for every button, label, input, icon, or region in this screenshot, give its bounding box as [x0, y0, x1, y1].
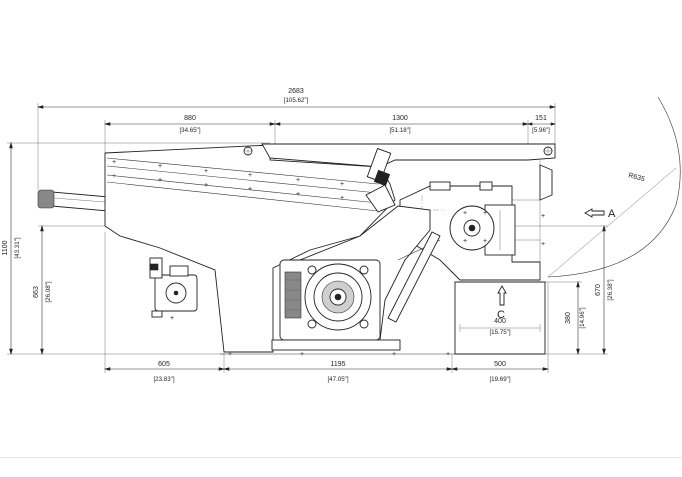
dim-base-left: 605 [23.83"] — [103, 232, 226, 383]
dim-outlet-bottom: 380 [14.96"] — [540, 280, 586, 356]
dim-overall-height: 1100 [43.31"] — [2, 141, 270, 356]
motor — [279, 259, 381, 341]
dim-base-left-imperial: [23.83"] — [153, 376, 174, 383]
dim-base-left-value: 605 — [158, 361, 170, 368]
svg-text:+: + — [112, 173, 116, 180]
dim-hopper-length-value: 1300 — [392, 115, 408, 122]
svg-text:+: + — [392, 351, 396, 358]
dim-outlet-width-value: 400 — [494, 318, 506, 325]
outlet-housing — [454, 281, 546, 355]
svg-text:+: + — [204, 182, 208, 189]
svg-text:+: + — [300, 351, 304, 358]
svg-text:+: + — [158, 177, 162, 184]
inlet-pipe — [37, 189, 108, 212]
svg-text:+: + — [248, 186, 252, 193]
dim-overall-length-value: 2683 — [288, 88, 304, 95]
svg-text:+: + — [446, 351, 450, 358]
svg-text:+: + — [340, 195, 344, 202]
chassis — [104, 144, 396, 353]
svg-text:+: + — [112, 159, 116, 166]
svg-text:+: + — [483, 210, 487, 217]
rail-bolts: + + + + + + + + + + + + — [112, 159, 344, 202]
dim-base-right: 500 [19.69"] — [450, 282, 550, 383]
svg-text:+: + — [541, 241, 545, 248]
dim-base-middle-imperial: [47.05"] — [327, 376, 348, 383]
dim-outlet-height-value: 670 — [595, 284, 602, 296]
view-label-c: C — [497, 309, 505, 321]
dim-end-length: 151 [5.96"] — [526, 115, 557, 134]
dim-outlet-height-imperial: [26.38"] — [607, 279, 614, 300]
dim-outlet-bottom-value: 380 — [565, 312, 572, 324]
hopper — [261, 143, 556, 168]
svg-text:+: + — [248, 172, 252, 179]
machine: + + + + + + + + + + + + — [37, 143, 556, 358]
svg-text:+: + — [463, 210, 467, 217]
dim-outlet-width-imperial: [15.75"] — [489, 329, 510, 336]
footer-divider — [0, 457, 682, 458]
dim-lower-height-imperial: [26.08"] — [45, 281, 52, 302]
feed-ram — [365, 147, 396, 213]
svg-text:+: + — [296, 191, 300, 198]
dim-lower-height: 663 [26.08"] — [33, 224, 110, 356]
dim-overall-height-value: 1100 — [2, 240, 9, 255]
motor-base — [271, 339, 401, 351]
gear-housing: + + + + — [449, 204, 516, 256]
view-label-a: A — [608, 208, 616, 220]
view-arrow-a: A — [584, 208, 616, 220]
dim-base-middle-value: 1195 — [330, 361, 345, 368]
dim-base-right-imperial: [19.69"] — [489, 376, 510, 383]
svg-text:+: + — [340, 181, 344, 188]
svg-text:+: + — [204, 168, 208, 175]
dim-base-middle: 1195 [47.05"] — [222, 354, 454, 383]
svg-text:+: + — [541, 213, 545, 220]
dim-feed-length-imperial: [34.65"] — [179, 127, 200, 134]
dim-overall-length-imperial: [105.62"] — [284, 97, 309, 104]
svg-text:+: + — [296, 177, 300, 184]
dim-base-right-value: 500 — [494, 361, 506, 368]
view-arrow-c: C — [497, 285, 507, 321]
conveyor-rails — [106, 157, 379, 212]
dim-overall-height-imperial: [43.31"] — [14, 237, 21, 258]
svg-text:+: + — [170, 315, 174, 322]
dim-feed-length-value: 880 — [184, 115, 196, 122]
dim-overall-length: 2683 [105.62"] — [36, 88, 557, 190]
pump-unit: + — [149, 257, 198, 322]
svg-text:+: + — [483, 238, 487, 245]
diagonal-strut — [387, 231, 441, 323]
svg-text:+: + — [463, 238, 467, 245]
dim-end-length-imperial: [5.96"] — [532, 127, 550, 134]
dim-radius-value: R635 — [627, 172, 645, 183]
svg-text:+: + — [228, 351, 232, 358]
dim-hopper-length: 1300 [51.18"] — [273, 115, 530, 145]
swing-radius-arc: R635 — [547, 96, 681, 278]
dim-end-length-value: 151 — [535, 115, 547, 122]
dim-outlet-bottom-imperial: [14.96"] — [579, 307, 586, 328]
dim-hopper-length-imperial: [51.18"] — [389, 127, 410, 134]
svg-text:+: + — [158, 163, 162, 170]
dim-lower-height-value: 663 — [33, 286, 40, 298]
